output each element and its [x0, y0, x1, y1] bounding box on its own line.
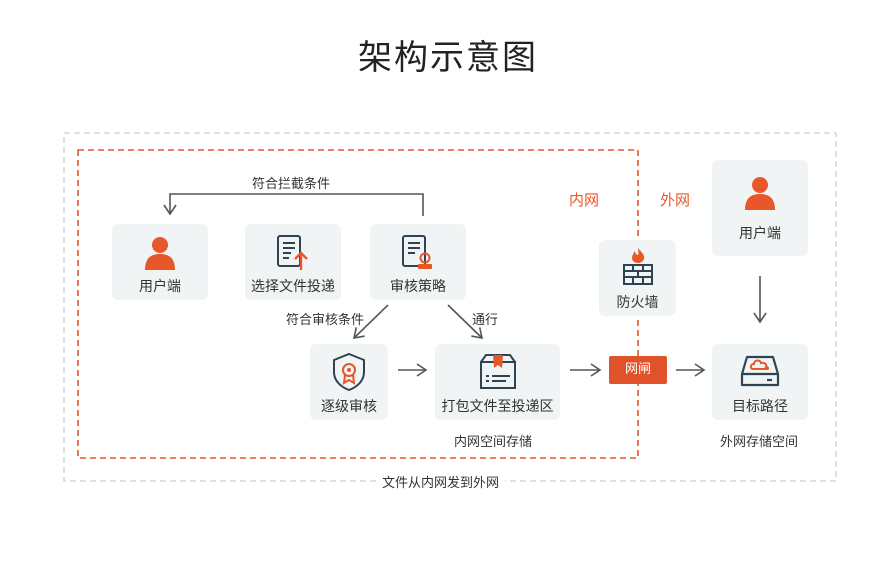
inner-storage-caption: 内网空间存储 [454, 435, 533, 450]
user-icon [745, 177, 775, 210]
node-select-file: 选择文件投递 [245, 224, 341, 300]
package-box-icon [480, 354, 516, 389]
firewall-icon [623, 248, 653, 285]
review-condition-label: 符合审核条件 [286, 313, 365, 328]
node-user-extranet: 用户端 [712, 160, 808, 256]
node-label: 选择文件投递 [251, 279, 335, 295]
shield-badge-icon [333, 352, 365, 392]
document-upload-icon [277, 235, 308, 270]
node-label: 逐级审核 [321, 399, 377, 415]
pass-arrow [447, 304, 484, 340]
node-target-path: 目标路径 [712, 344, 808, 420]
intercept-arrow [163, 193, 424, 216]
node-label: 用户端 [139, 279, 181, 295]
document-stamp-icon [402, 235, 432, 269]
node-package: 打包文件至投递区 [435, 344, 560, 420]
node-label: 打包文件至投递区 [441, 399, 554, 415]
node-label: 防火墙 [616, 295, 659, 311]
outer-storage-caption: 外网存储空间 [720, 435, 799, 450]
intranet-zone-label: 内网 [569, 191, 600, 209]
gateway-badge: 网闸 [609, 356, 667, 384]
node-firewall: 防火墙 [599, 240, 676, 316]
cloud-storage-icon [740, 355, 780, 387]
review-arrow [352, 304, 389, 340]
pass-label: 通行 [472, 313, 499, 328]
node-label: 审核策略 [390, 279, 446, 295]
footer-caption: 文件从内网发到外网 [376, 472, 506, 491]
page-title: 架构示意图 [358, 38, 538, 78]
intercept-condition-label: 符合拦截条件 [252, 177, 331, 192]
node-user-intranet: 用户端 [112, 224, 208, 300]
node-label: 目标路径 [732, 399, 788, 415]
node-stepwise-review: 逐级审核 [310, 344, 388, 420]
user-icon [145, 237, 175, 270]
node-review-policy: 审核策略 [370, 224, 466, 300]
extranet-zone-label: 外网 [660, 191, 691, 209]
node-label: 用户端 [739, 226, 781, 242]
